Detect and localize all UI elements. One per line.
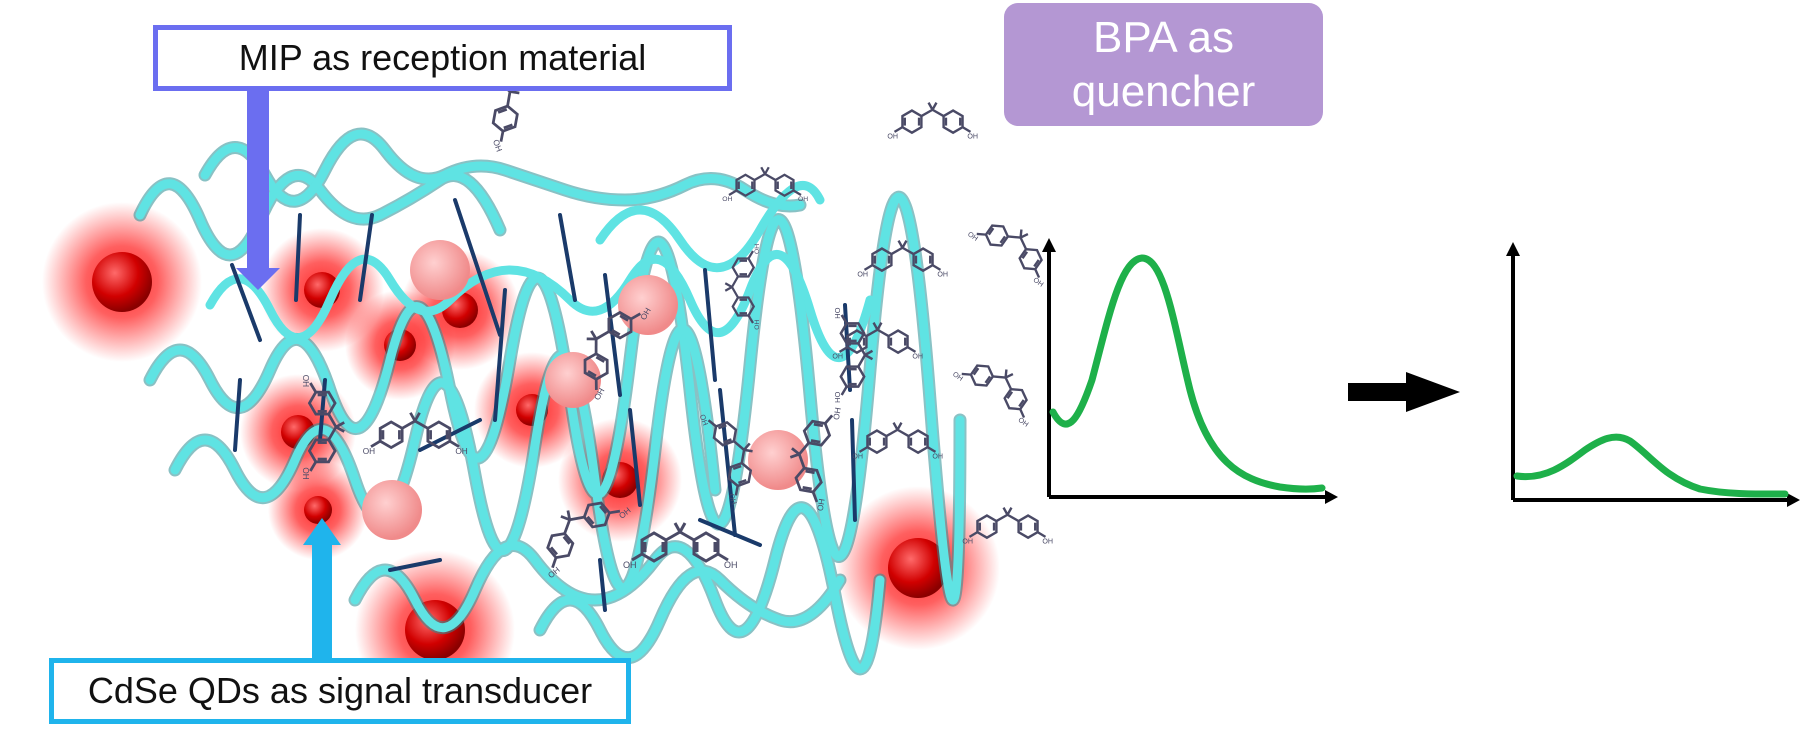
spectrum-after — [1506, 242, 1800, 507]
right-arrow-icon — [1348, 372, 1460, 412]
qd-label: CdSe QDs as signal transducer — [87, 670, 593, 711]
bpa-molecule — [856, 239, 950, 280]
bpa-label-line2: quencher — [1071, 66, 1256, 116]
qd-pointer-arrow — [303, 518, 341, 660]
mip-label-box: MIP as reception material — [153, 25, 732, 91]
quantum-dot — [42, 202, 202, 362]
qd-label-box: CdSe QDs as signal transducer — [49, 658, 631, 724]
cavity — [618, 275, 678, 335]
mip-pointer-arrow — [236, 90, 280, 290]
quenched-peak-curve — [1513, 433, 1789, 498]
cavity — [748, 430, 808, 490]
spectrum-before — [1042, 238, 1338, 504]
cavity — [545, 352, 601, 408]
imprinted-cavities — [362, 240, 808, 540]
bpa-label-line1: BPA as — [1092, 12, 1235, 62]
quantum-dot — [268, 460, 368, 560]
emission-peak-curve — [1049, 254, 1326, 493]
mip-label: MIP as reception material — [238, 37, 647, 78]
crosslinks — [230, 198, 857, 612]
bpa-molecule — [949, 344, 1049, 430]
bpa-molecule — [886, 101, 980, 142]
cavity — [410, 240, 470, 300]
cavity — [362, 480, 422, 540]
bpa-quencher-label-box: BPA as quencher — [1004, 3, 1323, 126]
